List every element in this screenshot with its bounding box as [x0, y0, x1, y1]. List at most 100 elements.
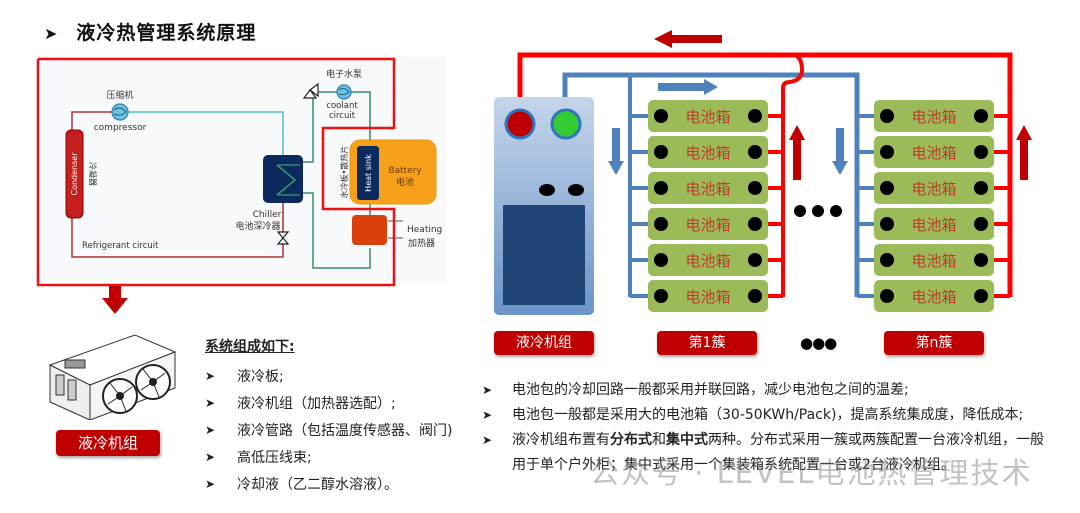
- condenser-en-label: Condenser: [70, 152, 79, 196]
- unit-boundary-outline: [36, 57, 396, 287]
- coolant-label-1: coolant: [326, 101, 358, 111]
- list-item: ➤液冷管路（包括温度传感器、阀门): [205, 422, 453, 439]
- heat-sink-icon: [357, 146, 379, 200]
- chiller-en-label: Chiller: [253, 210, 282, 220]
- box-inlet-port-icon: [880, 217, 894, 231]
- cold-outlet-port-icon: [550, 108, 582, 140]
- battery-box-label: 电池箱: [911, 108, 956, 126]
- box-outlet-port-icon: [748, 181, 762, 195]
- box-outlet-port-icon: [748, 145, 762, 159]
- heating-cn-label: 加热器: [408, 237, 435, 249]
- notes-list: ➤ 电池包的冷却回路一般都采用并联回路，减少电池包之间的温差; ➤ 电池包一般都是采用…: [482, 378, 1052, 478]
- note-item: ➤ 电池包的冷却回路一般都采用并联回路，减少电池包之间的温差;: [482, 378, 1052, 403]
- note-fragment: 和: [652, 432, 666, 448]
- compressor-cn-label: 压缩机: [106, 89, 133, 101]
- cold-flow-arrow-right: [658, 79, 718, 95]
- battery-box-label: 电池箱: [911, 216, 956, 234]
- cooling-schematic: 压缩机 compressor Condenser 冷凝器 Chiller 电池深…: [36, 57, 446, 300]
- components-heading: 系统组成如下:: [205, 339, 295, 355]
- coolant-pipe-out: [303, 91, 338, 163]
- box-inlet-port-icon: [654, 109, 668, 123]
- cluster-first-label: 第1簇: [657, 331, 757, 355]
- coolant-label-2: circuit: [329, 111, 356, 121]
- compressor-en-label: compressor: [94, 123, 147, 133]
- battery-box: [874, 280, 994, 312]
- pump-cn-label: 电子水泵: [326, 68, 362, 80]
- box-outlet-port-icon: [748, 253, 762, 267]
- bullet-arrow-icon: ➤: [482, 433, 493, 447]
- chiller-cn-label: 电池深冷器: [235, 220, 280, 232]
- box-outlet-port-icon: [748, 289, 762, 303]
- bullet-arrow-icon: ➤: [205, 449, 216, 464]
- bullet-arrow-icon: ➤: [205, 368, 216, 383]
- page-title-text: 液冷热管理系统原理: [76, 22, 257, 44]
- bullet-arrow-icon: ➤: [482, 383, 493, 397]
- hot-flow-arrow-up: [1016, 125, 1032, 180]
- bullet-arrow-icon: ➤: [205, 422, 216, 437]
- battery-box-label: 电池箱: [911, 144, 956, 162]
- battery-box-label: 电池箱: [685, 252, 730, 270]
- battery-cn-label: 电池: [396, 176, 414, 188]
- box-inlet-port-icon: [654, 145, 668, 159]
- box-outlet-port-icon: [748, 217, 762, 231]
- chiller-icon: [263, 155, 303, 203]
- battery-box-label: 电池箱: [911, 252, 956, 270]
- box-inlet-port-icon: [880, 145, 894, 159]
- battery-box-label: 电池箱: [685, 180, 730, 198]
- battery-box: [648, 280, 768, 312]
- battery-box: [874, 244, 994, 276]
- heater-icon: [352, 215, 387, 245]
- battery-box-label: 电池箱: [911, 180, 956, 198]
- down-arrow-icon: [102, 298, 128, 314]
- hot-flow-arrow-left: [654, 30, 722, 48]
- indicator-light-icon: [539, 184, 555, 196]
- note-text: 液冷机组布置有分布式和集中式两种。分布式采用一簇或两簇配置一台液冷机组，一般用于…: [512, 428, 1052, 478]
- down-arrow-stem: [109, 286, 121, 300]
- three-way-valve-icon: [302, 82, 319, 99]
- box-outlet-port-icon: [974, 289, 988, 303]
- note-text: 电池包的冷却回路一般都采用并联回路，减少电池包之间的温差;: [512, 378, 909, 403]
- condenser-cn-label: 冷凝器: [88, 162, 98, 186]
- list-item: ➤液冷机组（加热器选配）;: [205, 395, 396, 412]
- hot-return-header: [517, 52, 1013, 297]
- refrigerant-circuit-label: Refrigerant circuit: [82, 241, 159, 251]
- hot-flow-arrow-up: [789, 125, 805, 180]
- refrigerant-pipe-cold: [128, 111, 284, 155]
- components-list: 系统组成如下: ➤液冷板; ➤液冷机组（加热器选配）; ➤液冷管路（包括温度传感…: [205, 336, 452, 497]
- box-inlet-port-icon: [654, 181, 668, 195]
- battery-box-label: 电池箱: [685, 108, 730, 126]
- cold-flow-arrow-down: [832, 128, 848, 175]
- note-fragment: 两种。分布式采用一簇或两簇配置一台液冷机组，一般用于单个户外柜；集中式采用一个集…: [512, 432, 1044, 473]
- heating-en-label: Heating: [407, 225, 442, 235]
- battery-en-label: Battery: [388, 166, 422, 176]
- box-outlet-port-icon: [974, 109, 988, 123]
- indicator-light-icon: [568, 184, 584, 196]
- cluster1-hot-riser: [781, 53, 805, 297]
- battery-box: [874, 172, 994, 204]
- note-fragment: 电池包一般都是采用大的电池箱（30-50KWh/Pack)，提高系统集成度，降低…: [512, 407, 1024, 423]
- cold-plate-label: 水冷板•散热片: [339, 146, 349, 199]
- compressor-icon: [111, 103, 129, 121]
- cluster-ellipsis: [794, 205, 842, 217]
- box-outlet-port-icon: [974, 253, 988, 267]
- box-inlet-port-icon: [880, 109, 894, 123]
- cluster-ellipsis-label: ●●●: [800, 334, 837, 352]
- battery-box: [648, 136, 768, 168]
- box-inlet-port-icon: [654, 253, 668, 267]
- list-item: ➤高低压线束;: [205, 449, 312, 466]
- list-item: ➤冷却液（乙二醇水溶液）。: [205, 476, 398, 493]
- coolant-pipe-return: [303, 192, 371, 269]
- battery-box: [648, 172, 768, 204]
- battery-box-label: 电池箱: [685, 288, 730, 306]
- note-text: 电池包一般都是采用大的电池箱（30-50KWh/Pack)，提高系统集成度，降低…: [512, 403, 1023, 428]
- note-emphasis: 分布式: [610, 432, 652, 448]
- topology-unit-label: 液冷机组: [494, 331, 594, 355]
- note-fragment: 液冷机组布置有: [512, 432, 610, 448]
- box-inlet-port-icon: [654, 289, 668, 303]
- bullet-arrow-icon: ➤: [44, 24, 59, 43]
- hot-inlet-port-icon: [504, 108, 536, 140]
- battery-box: [648, 100, 768, 132]
- box-outlet-port-icon: [974, 217, 988, 231]
- battery-box-label: 电池箱: [685, 216, 730, 234]
